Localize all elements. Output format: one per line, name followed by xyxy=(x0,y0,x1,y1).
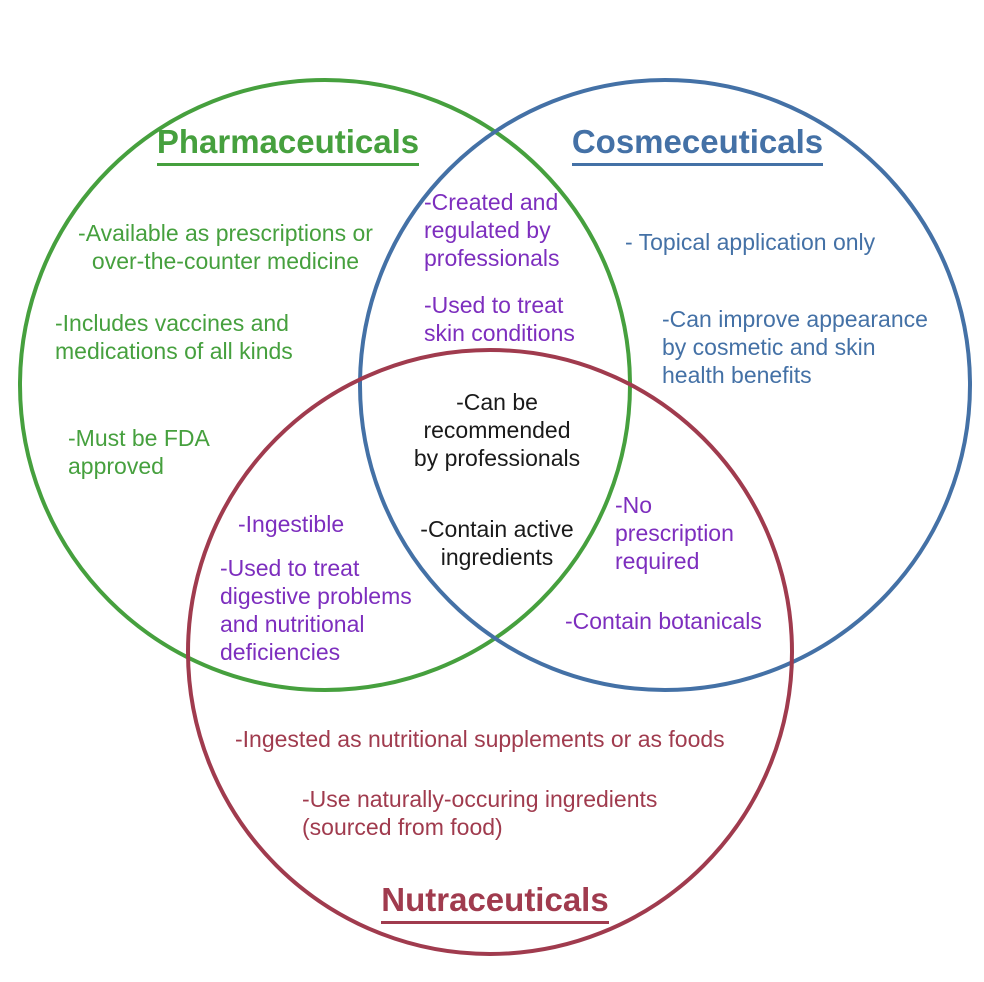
pharmaceuticals-title-text: Pharmaceuticals xyxy=(156,123,420,166)
cosmeceuticals-title: Cosmeceuticals xyxy=(555,123,840,166)
pharma-nutra-item-0: -Ingestible xyxy=(238,511,345,537)
pharmaceuticals-title: Pharmaceuticals xyxy=(148,123,428,166)
cosme-nutra-item-1: -Contain botanicals xyxy=(565,608,762,634)
cosmeceuticals-title-text: Cosmeceuticals xyxy=(571,123,824,166)
pharma-only-item-1: -Includes vaccines and medications of al… xyxy=(55,310,293,364)
pharma-only-item-2: -Must be FDA approved xyxy=(68,425,210,479)
nutraceuticals-title: Nutraceuticals xyxy=(375,881,615,924)
center-item-1: -Contain active ingredients xyxy=(420,516,574,570)
nutraceuticals-circle xyxy=(186,348,794,956)
cosme-nutra-item-0: -No prescription required xyxy=(615,492,734,574)
pharma-nutra-item-1: -Used to treat digestive problems and nu… xyxy=(220,555,412,665)
nutra-only-item-0: -Ingested as nutritional supplements or … xyxy=(235,726,725,752)
pharma-only-item-0: -Available as prescriptions or over-the-… xyxy=(78,220,373,274)
center-item-0: -Can be recommended by professionals xyxy=(413,389,581,471)
cosme-only-item-1: -Can improve appearance by cosmetic and … xyxy=(662,306,928,388)
pharma-cosme-item-1: -Used to treat skin conditions xyxy=(424,292,575,346)
nutraceuticals-title-text: Nutraceuticals xyxy=(381,881,609,924)
cosme-only-item-0: - Topical application only xyxy=(625,229,876,255)
nutra-only-item-1: -Use naturally-occuring ingredients (sou… xyxy=(302,786,658,840)
pharma-cosme-item-0: -Created and regulated by professionals xyxy=(424,189,560,271)
